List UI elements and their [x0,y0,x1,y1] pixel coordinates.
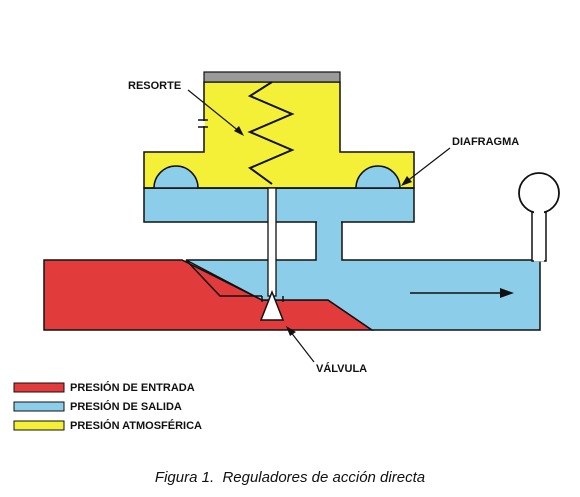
legend-item-inlet: PRESIÓN DE ENTRADA [13,381,195,394]
pressure-gauge-icon [518,172,560,214]
diaphragm-left-bump [153,165,199,189]
valve-plug [259,289,285,321]
svg-text:PRESIÓN DE ENTRADA: PRESIÓN DE ENTRADA [70,381,195,394]
lower-chamber [143,187,415,223]
top-cap [203,71,341,83]
legend-item-atmospheric: PRESIÓN ATMOSFÉRICA [13,419,202,432]
diaphragm-leader [405,147,451,183]
vent-icon [198,119,208,128]
spring-label: RESORTE [128,80,181,92]
spring-leader [187,89,241,133]
valve-leader [289,330,315,363]
diaphragm-label: DIAFRAGMA [452,136,519,148]
legend: PRESIÓN DE ENTRADA PRESIÓN DE SALIDA PRE… [13,381,202,432]
flow-arrow-icon [410,288,514,298]
svg-text:PRESIÓN DE SALIDA: PRESIÓN DE SALIDA [70,400,182,413]
valve-seat [185,259,262,297]
valve-stem [267,187,277,297]
figure-caption: Figura 1. Reguladores de acción directa [155,469,425,486]
spring [247,81,295,185]
diaphragm-right-bump [355,165,401,189]
svg-text:PRESIÓN ATMOSFÉRICA: PRESIÓN ATMOSFÉRICA [70,419,202,432]
valve-label: VÁLVULA [316,362,367,375]
legend-item-outlet: PRESIÓN DE SALIDA [13,400,182,413]
